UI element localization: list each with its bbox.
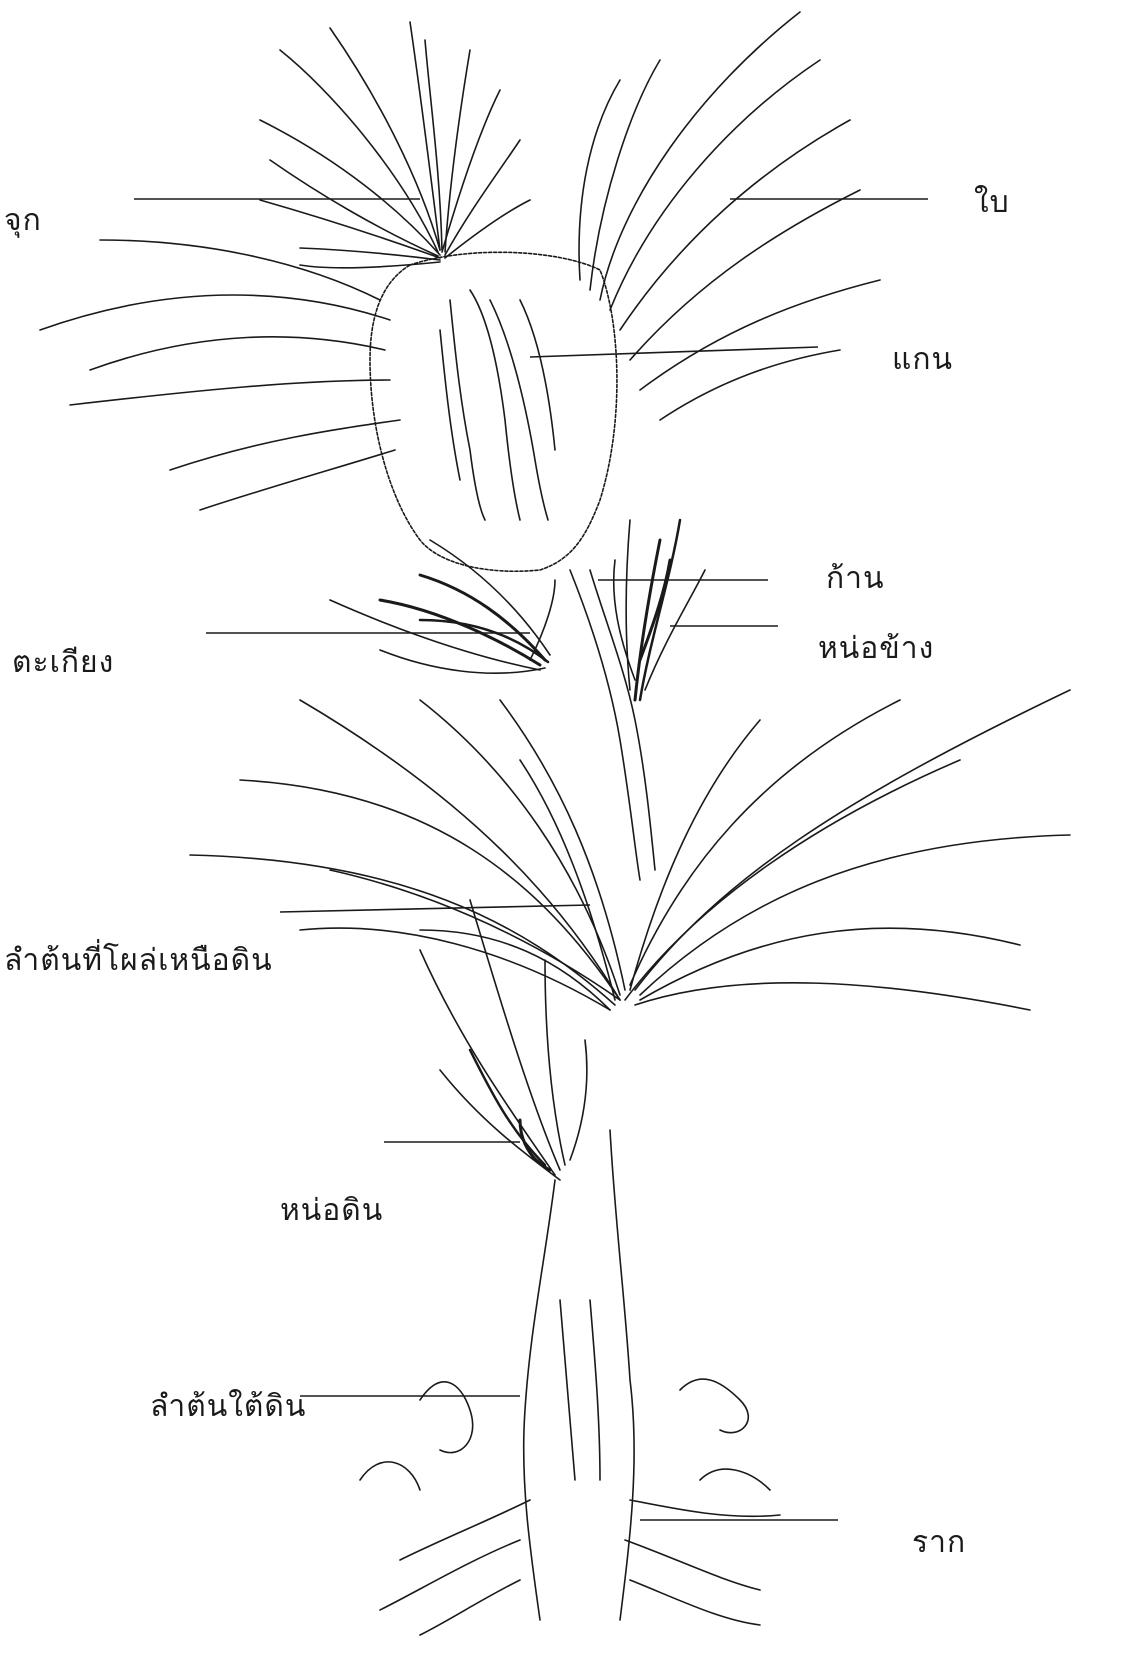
slip-shoot xyxy=(330,540,555,673)
label-slip: ตะเกียง xyxy=(12,648,114,678)
label-crown: จุก xyxy=(4,206,42,236)
label-core: แกน xyxy=(892,345,953,375)
side-sucker xyxy=(614,520,705,700)
stalk xyxy=(570,570,655,880)
label-side-sucker: หน่อข้าง xyxy=(818,634,934,664)
main-rosette xyxy=(190,690,1070,1010)
label-leaf: ใบ xyxy=(974,188,1010,218)
upper-leaves xyxy=(579,12,880,420)
leader-lines xyxy=(134,199,928,1520)
label-stalk: ก้าน xyxy=(826,564,885,594)
upper-left-leaves xyxy=(40,240,400,510)
label-root: ราก xyxy=(912,1528,966,1558)
label-ground-sucker: หน่อดิน xyxy=(280,1196,383,1226)
label-stem-below: ลำต้นใต้ดิน xyxy=(150,1392,306,1422)
fruit xyxy=(370,252,617,571)
label-stem-above: ลำต้นที่โผล่เหนือดิน xyxy=(4,946,273,976)
lower-stem xyxy=(524,1130,634,1620)
crown-leaves xyxy=(260,22,530,268)
